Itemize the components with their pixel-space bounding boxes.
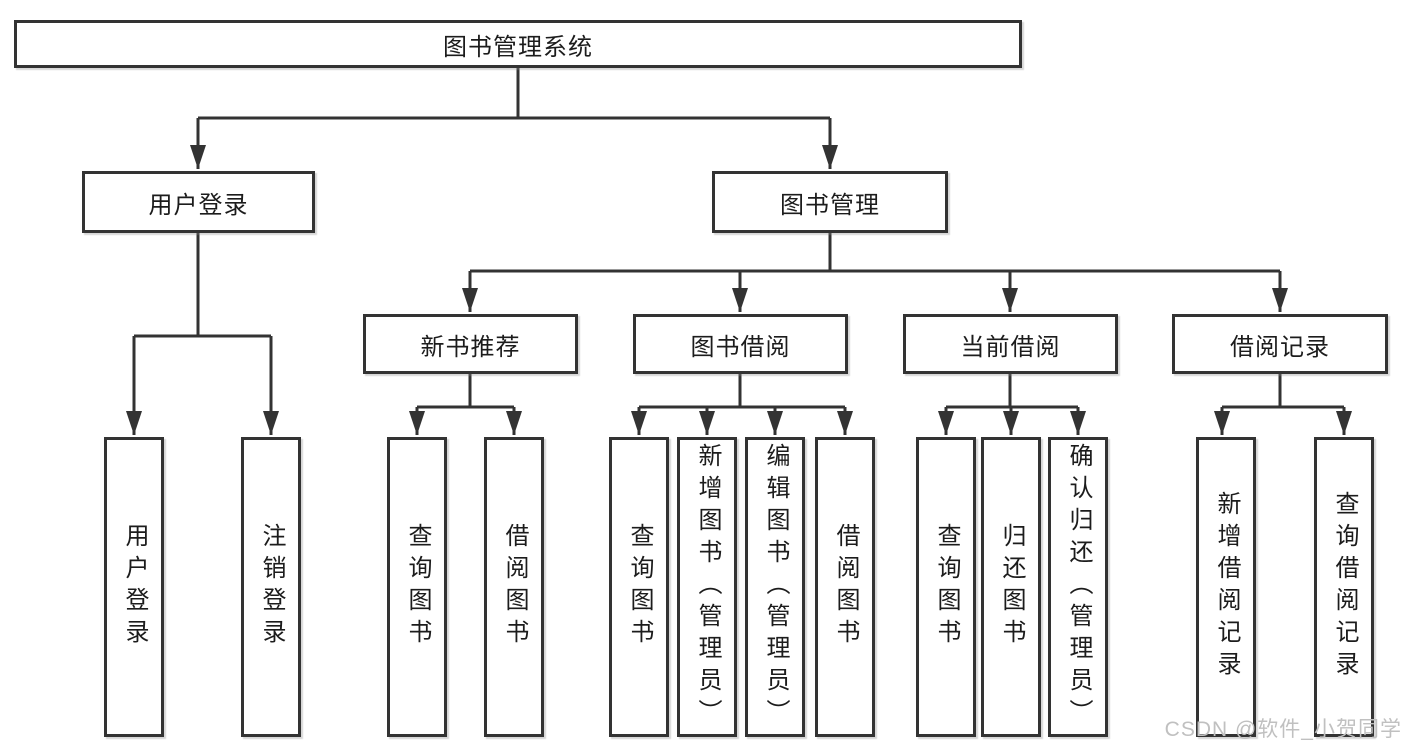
node-label: 用户登录 [148,191,249,219]
leaf-logout: 注销登录 [241,437,301,737]
leaf-label: 借阅图书 [832,523,859,651]
node-book-management: 图书管理 [712,171,948,233]
csdn-watermark: CSDN @软件_小贺同学 [1164,718,1402,741]
node-label: 当前借阅 [960,333,1061,361]
leaf-borrow-book-recommend: 借阅图书 [484,437,544,737]
leaf-label: 编辑图书（管理员） [762,443,789,731]
leaf-label: 确认归还（管理员） [1065,443,1092,731]
leaf-label: 归还图书 [998,523,1025,651]
node-label: 借阅记录 [1230,333,1330,361]
leaf-query-book-current: 查询图书 [916,437,976,737]
leaf-edit-book-admin: 编辑图书（管理员） [745,437,805,737]
node-new-book-recommend: 新书推荐 [363,314,578,374]
node-current-borrow: 当前借阅 [903,314,1118,374]
node-library-management-system: 图书管理系统 [14,20,1022,68]
leaf-label: 查询借阅记录 [1331,491,1358,683]
node-book-borrow: 图书借阅 [633,314,848,374]
leaf-add-book-admin: 新增图书（管理员） [677,437,737,737]
node-label: 新书推荐 [420,333,521,361]
leaf-query-book-recommend: 查询图书 [387,437,447,737]
node-user-login: 用户登录 [82,171,315,233]
leaf-label: 查询图书 [404,523,431,651]
leaf-return-book: 归还图书 [981,437,1041,737]
node-borrow-record: 借阅记录 [1172,314,1388,374]
leaf-add-borrow-record: 新增借阅记录 [1196,437,1256,737]
leaf-confirm-return-admin: 确认归还（管理员） [1048,437,1108,737]
leaf-label: 用户登录 [121,523,148,651]
leaf-label: 查询图书 [626,523,653,651]
leaf-label: 借阅图书 [501,523,528,651]
node-label: 图书管理系统 [443,33,593,61]
leaf-query-book-borrow: 查询图书 [609,437,669,737]
leaf-query-borrow-record: 查询借阅记录 [1314,437,1374,737]
leaf-user-login: 用户登录 [104,437,164,737]
leaf-label: 新增借阅记录 [1213,491,1240,683]
leaf-label: 新增图书（管理员） [694,443,721,731]
leaf-label: 查询图书 [933,523,960,651]
leaf-borrow-book: 借阅图书 [815,437,875,737]
leaf-label: 注销登录 [258,523,285,651]
node-label: 图书管理 [780,191,880,219]
node-label: 图书借阅 [690,333,791,361]
